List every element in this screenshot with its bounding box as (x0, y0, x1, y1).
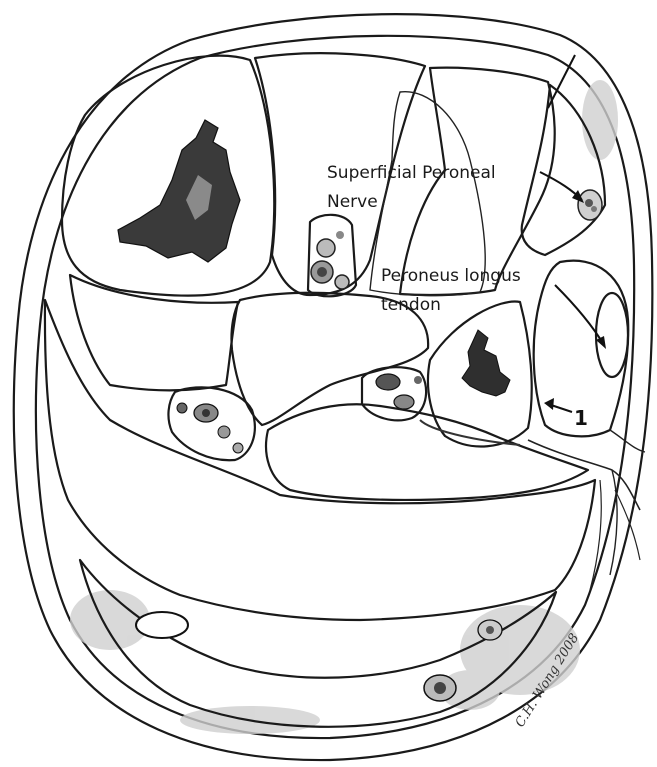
sural-nerve (478, 620, 502, 640)
marker-number-1: 1 (574, 406, 588, 430)
peroneus-longus-tendon (596, 293, 628, 377)
soleus-muscle (45, 300, 595, 620)
peroneus-tendon-label-line1: Peroneus longus (381, 266, 521, 286)
great-saphenous-vein (136, 612, 188, 638)
flexor-digitorum-longus (70, 275, 238, 390)
superficial-nerve-label-line2: Nerve (327, 192, 378, 212)
fibula-marrow (462, 330, 510, 396)
posterior-tibial-vessels (168, 387, 254, 460)
tibia-marrow (118, 120, 240, 262)
fascial-branches (420, 420, 645, 590)
arrowheads (544, 190, 606, 410)
tibia-bone (62, 56, 274, 296)
anterior-tibial-vessels (308, 215, 356, 296)
deep-posterior-compartment (266, 404, 588, 500)
superficial-nerve-label-line1: Superficial Peroneal (327, 163, 496, 183)
superficial-peroneal-nerve (578, 190, 602, 220)
small-saphenous-vein (424, 675, 456, 701)
peroneus-tendon-label-line2: tendon (381, 295, 441, 315)
